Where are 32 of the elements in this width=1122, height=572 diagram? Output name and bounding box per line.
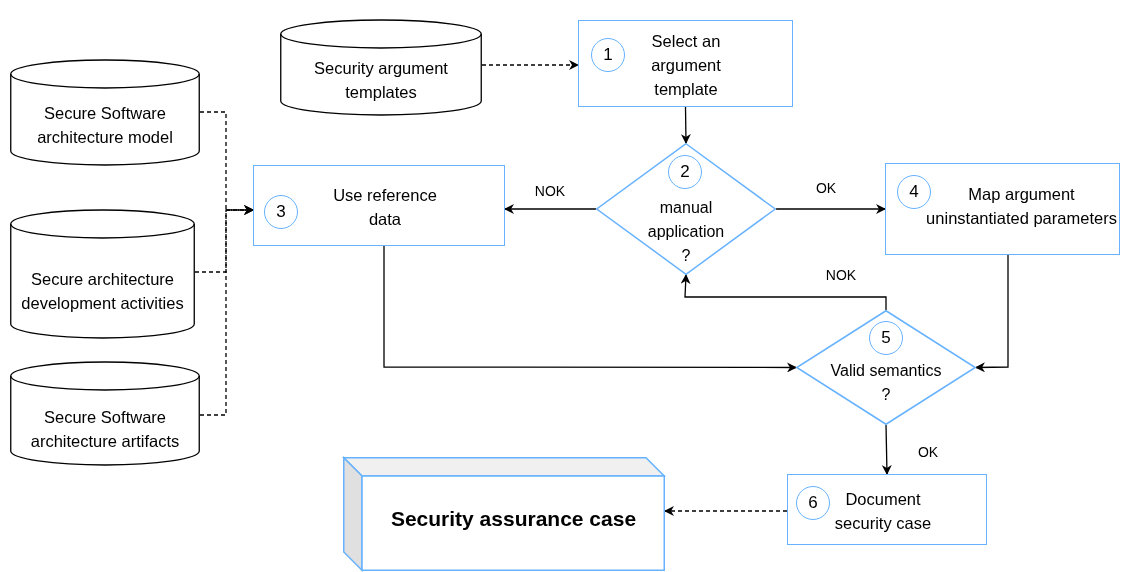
arrow xyxy=(680,274,887,311)
node-label: Security argument templates xyxy=(313,58,449,103)
dashed-arrow xyxy=(199,205,254,416)
block-title: Security assurance case xyxy=(389,507,638,531)
dashed-arrow xyxy=(664,506,788,516)
step-number: 6 xyxy=(796,486,830,520)
node-label: Use reference data xyxy=(332,185,438,230)
edge-label: OK xyxy=(813,180,839,196)
edge-label: OK xyxy=(915,444,941,460)
edge-label: NOK xyxy=(823,267,859,283)
arrow xyxy=(975,254,1009,373)
step-number: 3 xyxy=(264,195,298,229)
arrow xyxy=(881,424,892,475)
dashed-arrow xyxy=(481,60,579,70)
node-label: Secure Software architecture model xyxy=(36,103,174,148)
node-label: manual application ? xyxy=(646,198,726,266)
node-label: Secure Software architecture artifacts xyxy=(29,407,181,452)
node-label: Select an argument template xyxy=(650,30,722,100)
node-label: Document security case xyxy=(833,489,933,534)
edge-label: NOK xyxy=(532,183,568,199)
process-box xyxy=(787,474,987,545)
arrow xyxy=(383,245,797,373)
process-box xyxy=(253,165,505,246)
process-box xyxy=(885,163,1120,255)
arrow xyxy=(680,106,691,144)
arrow xyxy=(775,204,886,214)
arrow xyxy=(504,204,597,214)
step-number: 4 xyxy=(897,175,931,209)
node-label: Valid semantics ? xyxy=(829,361,943,405)
process-box xyxy=(578,20,793,107)
step-number: 1 xyxy=(591,38,625,72)
node-label: Secure architecture development activities xyxy=(20,269,185,314)
